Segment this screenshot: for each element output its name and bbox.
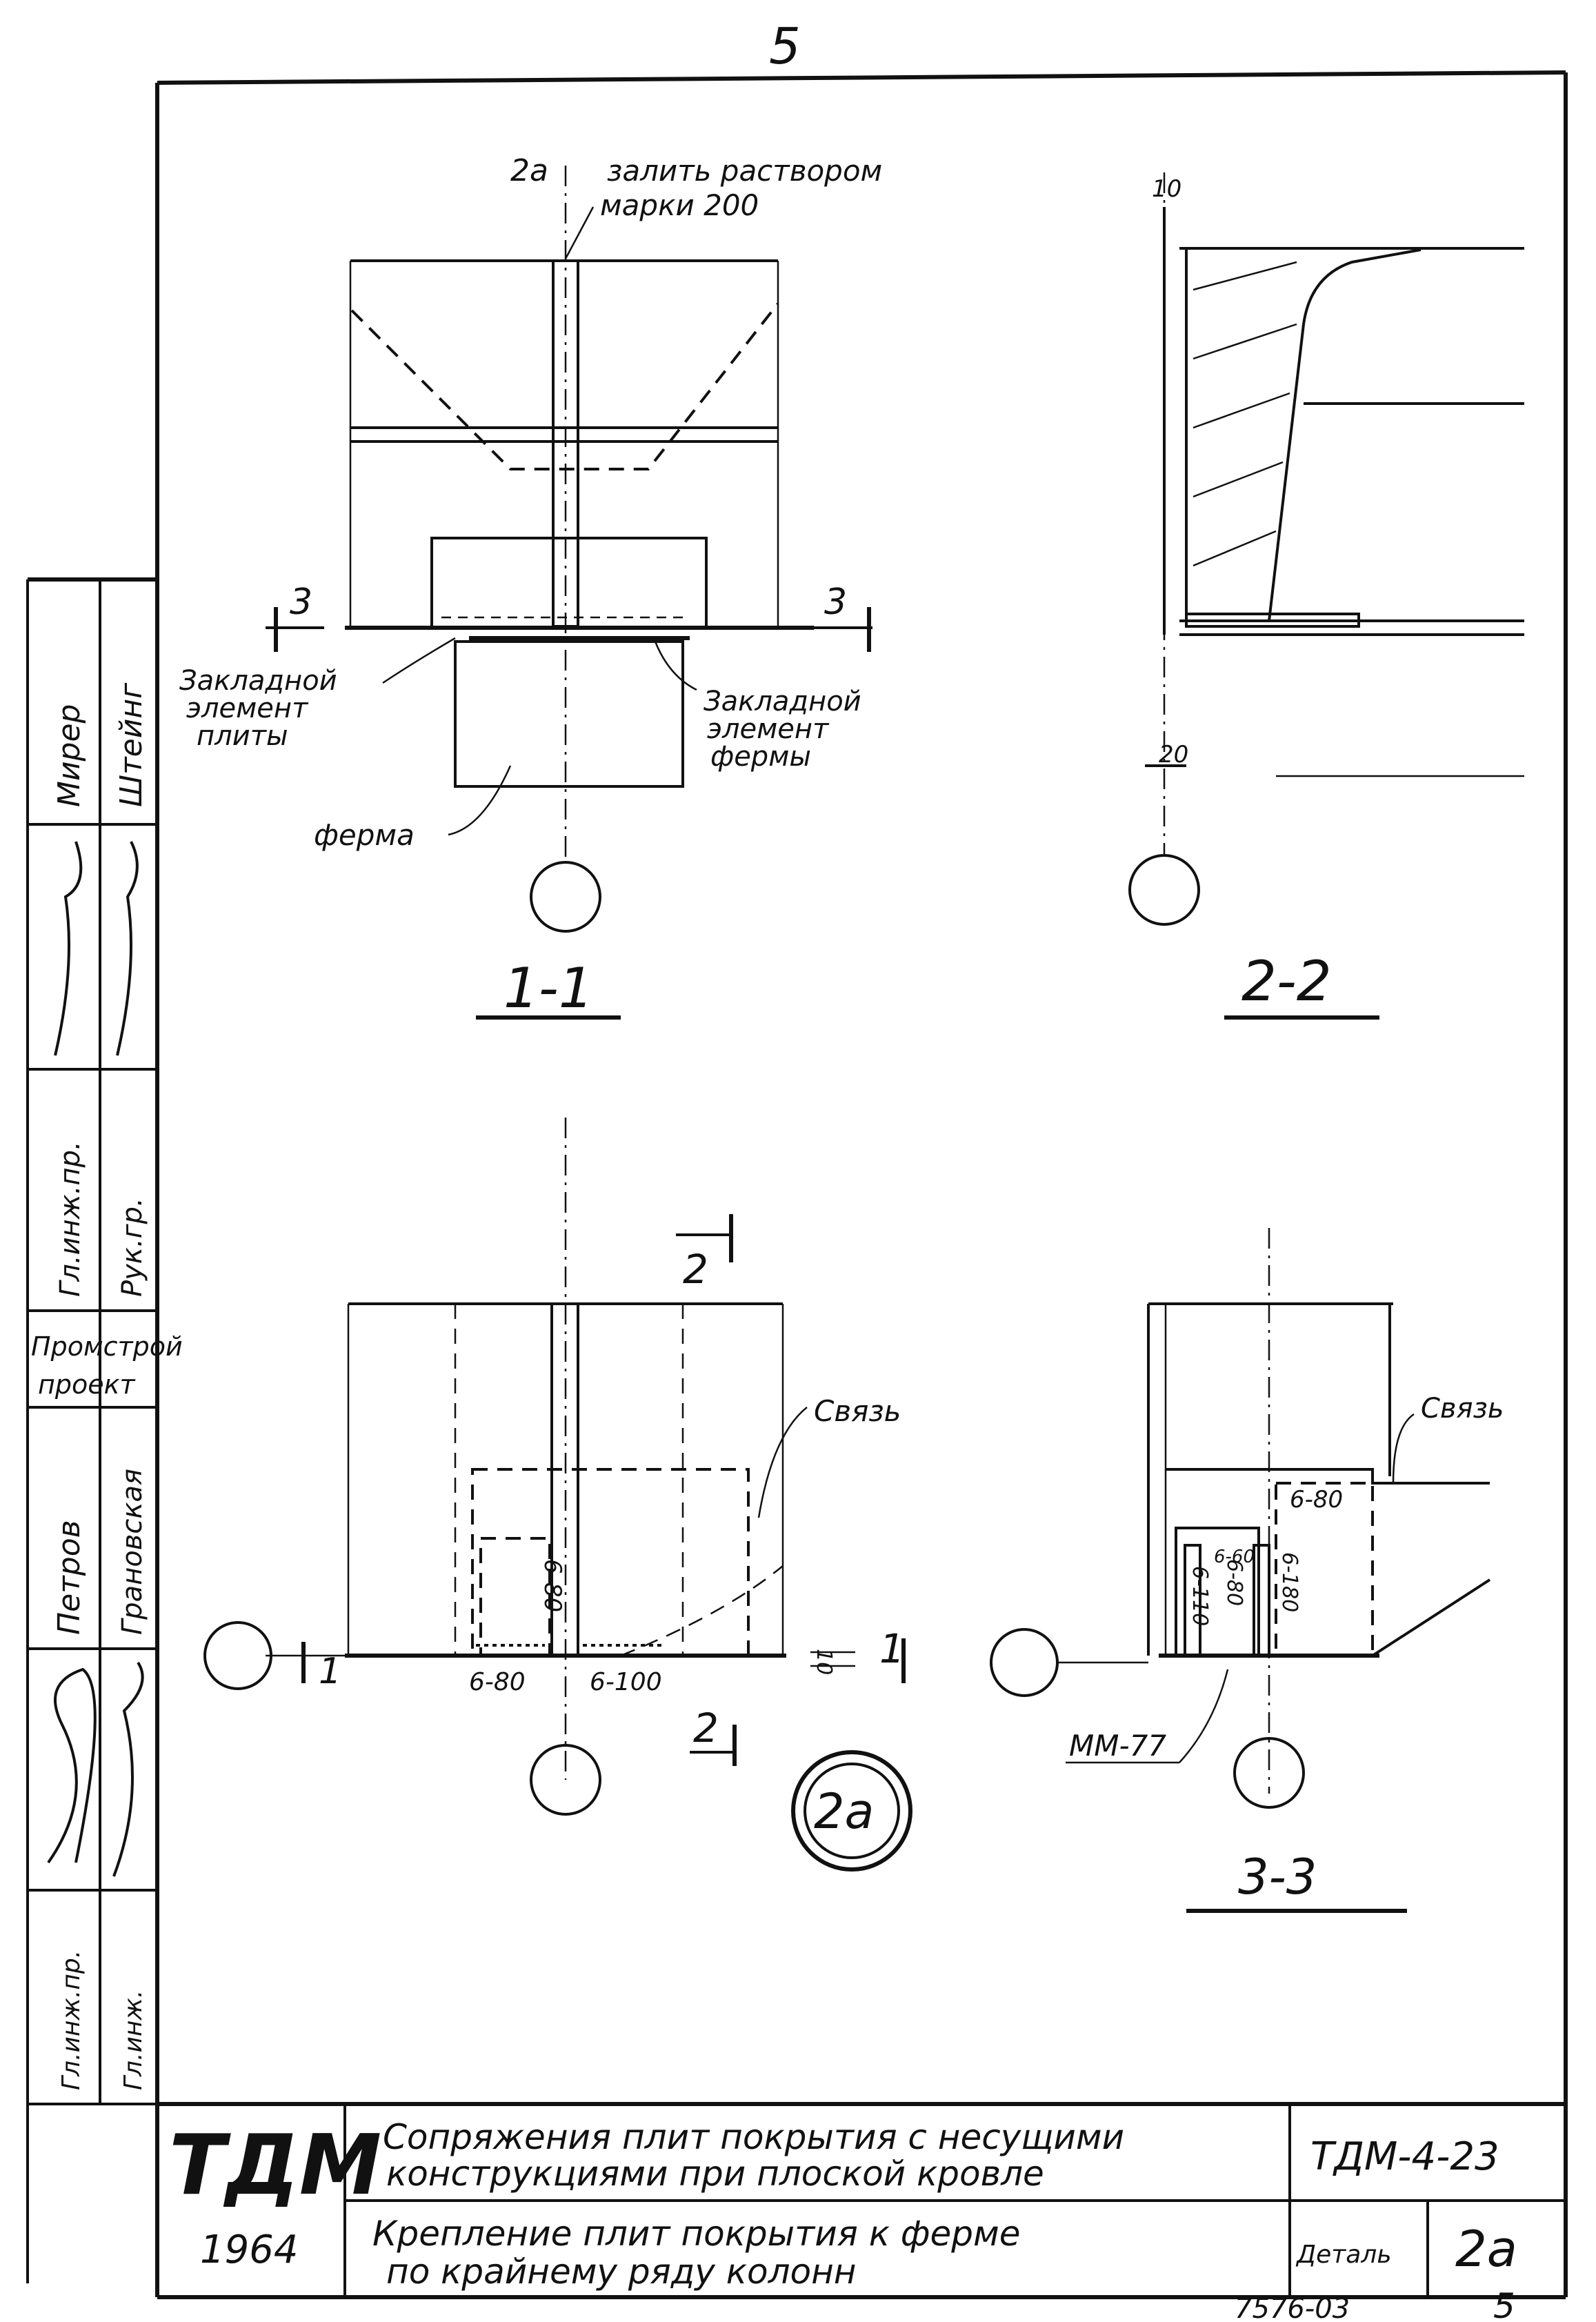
- note-marker: 2a: [510, 153, 548, 188]
- signature-1: [54, 841, 83, 1056]
- subtitle-line-2: по крайнему ряду колонн: [386, 2252, 857, 2292]
- weld-6-110: 6-110: [1188, 1566, 1212, 1626]
- top-page-number: 5: [769, 17, 801, 75]
- weld-6-180: 6-180: [1277, 1552, 1301, 1612]
- logo-tdm: ТДМ: [169, 2118, 381, 2214]
- section-3-3-title: 3-3: [1238, 1849, 1317, 1905]
- stamp-cell-9: Гл.инж.пр.: [57, 1950, 86, 2090]
- cut-mark-3-left: 3: [290, 582, 312, 623]
- stamp-cell-10: Гл.инж.: [119, 1990, 148, 2090]
- link-label-3-3: Связь: [1421, 1393, 1504, 1425]
- weld-6-60: 6-60: [1214, 1547, 1255, 1567]
- plate-embed-label-3: плиты: [197, 720, 288, 752]
- title-line-1: Сопряжения плит покрытия с несущими: [383, 2117, 1124, 2157]
- weld-top-6-80: 6-80: [1290, 1486, 1343, 1514]
- truss-label: ферма: [314, 818, 415, 852]
- dim-bottom-20: 20: [1159, 741, 1188, 768]
- weld-left-6-80: 6-80: [469, 1668, 526, 1696]
- cut-mark-1-right: 1: [879, 1625, 905, 1672]
- document-code: ТДМ-4-23: [1310, 2134, 1499, 2179]
- cut-mark-1-left: 1: [319, 1651, 341, 1692]
- weld-right-6-100: 6-100: [590, 1668, 662, 1696]
- dim-10: 10: [812, 1649, 836, 1675]
- signature-2: [116, 841, 139, 1056]
- cut-mark-3-right: 3: [824, 582, 847, 623]
- stamp-cell-1: Мирер: [52, 704, 87, 808]
- side-stamp: Мирер Штейнг Гл.инж.пр. Рук.гр. Промстро…: [26, 577, 183, 2283]
- signature-4: [112, 1661, 144, 1877]
- axis-bubble-3-3-bottom: [1233, 1737, 1305, 1809]
- cut-mark-2-bottom: 2: [693, 1705, 719, 1752]
- section-2-2: 10 20 2-2: [1128, 172, 1524, 1020]
- sheet-code: 7576-03: [1235, 2293, 1350, 2322]
- grout-note-line1: залить раствором: [607, 154, 882, 188]
- detail-mark-circle: [791, 1750, 912, 1872]
- detail-label: Деталь: [1295, 2241, 1392, 2269]
- subtitle-line-1: Крепление плит покрытия к ферме: [372, 2214, 1021, 2254]
- detail-mark-label: 2a: [814, 1783, 874, 1840]
- truss-embed-label-3: фермы: [710, 741, 811, 773]
- weld-6-80-side: 6-80: [1222, 1559, 1246, 1606]
- plate-embed-label-2: элемент: [186, 693, 309, 724]
- plate-embed-label-1: Закладной: [179, 665, 337, 697]
- stamp-cell-7: Петров: [52, 1520, 87, 1635]
- stamp-cell-5: Промстрой: [31, 1331, 183, 1362]
- link-label-plan: Связь: [814, 1394, 901, 1428]
- signature-3: [47, 1667, 97, 1864]
- stamp-cell-8: Грановская: [117, 1469, 148, 1635]
- truss-embed-label-1: Закладной: [704, 686, 861, 717]
- truss-embed-label-2: элемент: [707, 713, 830, 745]
- bottom-page-number: 5: [1493, 2286, 1515, 2322]
- stamp-cell-2: Штейнг: [114, 682, 149, 807]
- stamp-cell-3: Гл.инж.пр.: [54, 1141, 86, 1297]
- plan-view: 2 Связь 6-80 6-80 6-100 10 1 1 2: [203, 1118, 912, 1872]
- title-line-2: конструкциями при плоской кровле: [386, 2154, 1044, 2194]
- stamp-cell-6: проект: [38, 1369, 137, 1400]
- axis-bubble-1-1: [530, 861, 601, 933]
- title-year: 1964: [200, 2227, 299, 2272]
- title-block: ТДМ 1964 Сопряжения плит покрытия с несу…: [157, 2102, 1566, 2297]
- dim-top-10: 10: [1152, 175, 1181, 203]
- axis-bubble-3-3-left: [990, 1628, 1059, 1697]
- detail-value: 2а: [1455, 2220, 1517, 2278]
- axis-bubble-2-2: [1128, 854, 1200, 926]
- axis-bubble-plan-left: [203, 1621, 272, 1690]
- section-1-1-title: 1-1: [503, 956, 594, 1020]
- stamp-cell-4: Рук.гр.: [117, 1198, 148, 1297]
- element-label-mm77: ММ-77: [1069, 1729, 1166, 1763]
- weld-vertical-6-80: 6-80: [539, 1559, 566, 1612]
- cut-mark-2-top: 2: [683, 1246, 708, 1293]
- section-3-3: Связь 6-80 6-110 6-80 6-60 6-180 ММ-77 3…: [990, 1228, 1504, 1913]
- grout-note-line2: марки 200: [600, 188, 759, 222]
- axis-bubble-plan-bottom: [530, 1744, 601, 1816]
- section-1-1: 2a залить раствором марки 200 3 3 Заклад…: [179, 153, 882, 1020]
- section-2-2-title: 2-2: [1241, 949, 1332, 1013]
- drawing-frame: [155, 70, 1568, 2299]
